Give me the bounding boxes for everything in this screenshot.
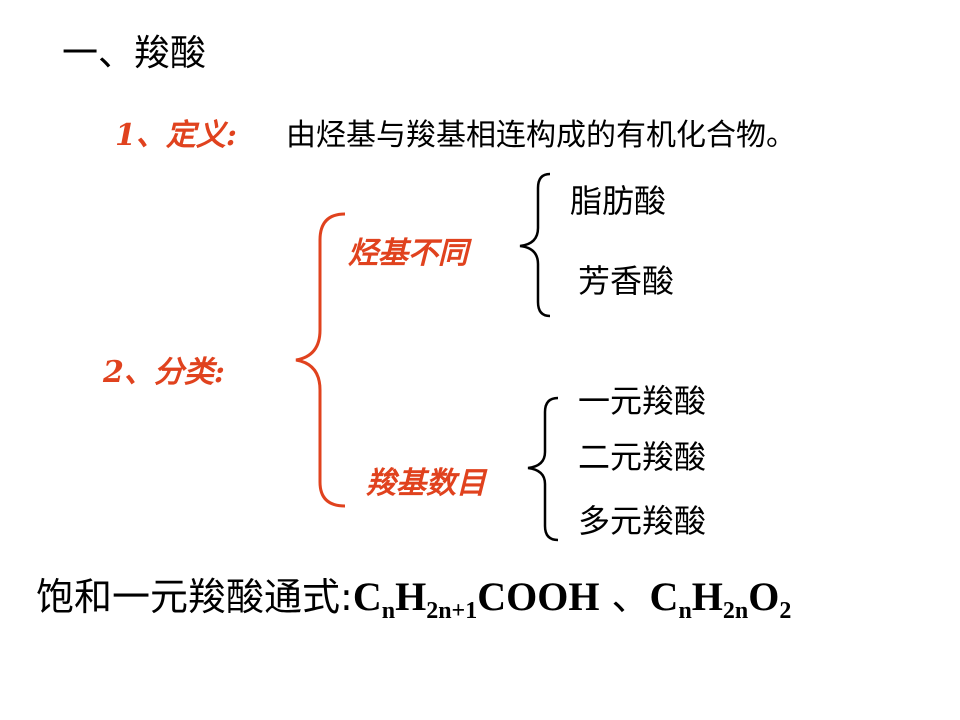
item-aromatic-acid: 芳香酸 (578, 262, 675, 300)
lower-brace-icon (527, 396, 559, 542)
item-polycarboxylic-acid: 多元羧酸 (578, 502, 707, 540)
upper-brace-icon (519, 172, 551, 318)
general-formula: 饱和一元羧酸通式:CnH2n+1COOH 、CnH2nO2 (36, 566, 791, 625)
group-hydrocarbon-label: 烃基不同 (348, 236, 468, 271)
formula-separator: 、 (599, 575, 650, 619)
main-brace-icon (295, 212, 346, 508)
formula-prefix: 饱和一元羧酸通式: (36, 575, 353, 619)
formula-two: CnH2nO2 (649, 574, 792, 624)
classification-label: 2、分类: (103, 355, 225, 390)
item-monocarboxylic-acid: 一元羧酸 (578, 382, 707, 420)
formula-one: CnH2n+1COOH (352, 574, 600, 624)
page-title: 一、羧酸 (62, 33, 207, 74)
definition-text: 由烃基与羧基相连构成的有机化合物。 (286, 118, 796, 153)
group-carboxyl-count-label: 羧基数目 (366, 466, 486, 501)
item-aliphatic-acid: 脂肪酸 (570, 182, 667, 220)
item-dicarboxylic-acid: 二元羧酸 (578, 438, 707, 476)
definition-label: 1、定义: (115, 118, 237, 153)
